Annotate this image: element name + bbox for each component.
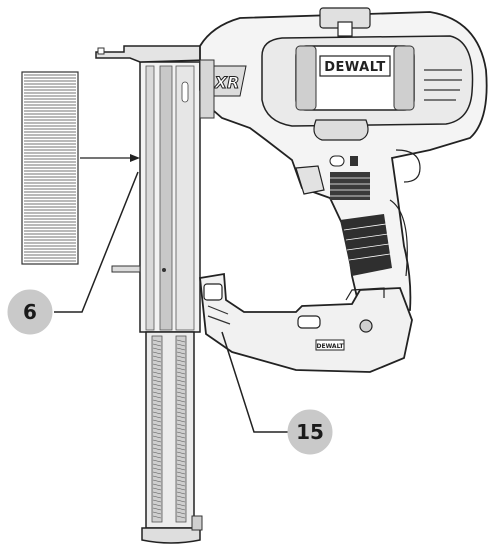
- tool-body: DEWALT XR: [199, 7, 488, 311]
- battery-pack: DEWALT: [199, 272, 413, 373]
- nose-plate: [95, 45, 208, 63]
- staple-strip: [21, 71, 79, 265]
- callout-6: 6: [7, 171, 139, 335]
- callout-15-label: 15: [296, 420, 324, 444]
- insert-arrow: [80, 154, 140, 162]
- brand-label: DEWALT: [324, 60, 386, 75]
- callout-15: 15: [221, 331, 333, 455]
- callout-6-label: 6: [23, 300, 37, 324]
- magazine: [111, 61, 203, 544]
- series-badge: XR: [214, 73, 240, 92]
- battery-label: DEWALT: [317, 343, 345, 350]
